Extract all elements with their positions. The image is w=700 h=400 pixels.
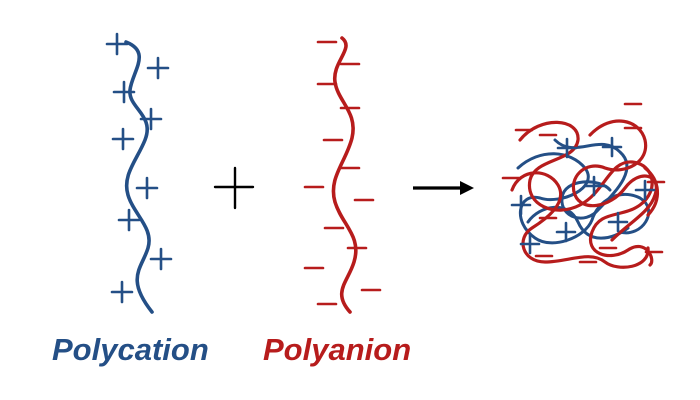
- complex-polycation-strands: [516, 138, 651, 245]
- plus-sign-icon: [519, 233, 541, 255]
- plus-sign-icon: [112, 80, 136, 104]
- polyanion-chain: [303, 36, 382, 314]
- plus-sign-icon: [607, 211, 629, 233]
- plus-sign-icon: [556, 137, 578, 159]
- polycation-backbone: [124, 40, 154, 314]
- polycation-chain: [105, 32, 173, 314]
- complex-red-strand: [510, 171, 650, 269]
- reaction-arrow-icon: [413, 181, 474, 195]
- plus-sign-icon: [139, 107, 163, 131]
- complex-red-strand: [571, 119, 658, 242]
- polyanion-label: Polyanion: [263, 332, 412, 367]
- complex-minus-charges: [501, 102, 666, 264]
- plus-sign-icon: [135, 176, 159, 200]
- complex-blue-strand: [526, 205, 630, 240]
- plus-sign-icon: [149, 247, 173, 271]
- polycation-charges: [105, 32, 173, 304]
- polyanion-backbone: [331, 36, 358, 314]
- plus-sign-icon: [146, 56, 170, 80]
- plus-sign-icon: [583, 175, 605, 197]
- diagram-canvas: [105, 32, 666, 314]
- complex-red-strand: [643, 166, 659, 217]
- plus-sign-icon: [111, 127, 135, 151]
- plus-sign-icon: [117, 208, 141, 232]
- plus-sign-icon: [510, 194, 532, 216]
- complex-red-strand: [518, 120, 654, 267]
- plus-sign-icon: [105, 32, 129, 56]
- complex-plus-charges: [510, 136, 656, 255]
- plus-sign-icon: [110, 280, 134, 304]
- polyanion-charges: [303, 40, 382, 306]
- plus-sign-icon: [634, 179, 656, 201]
- plus-operator-icon: [213, 166, 255, 210]
- polyelectrolyte-complex: [501, 102, 666, 269]
- complex-blue-strand: [553, 138, 629, 220]
- plus-sign-icon: [555, 221, 577, 243]
- polycation-label: Polycation: [52, 332, 209, 367]
- plus-sign-icon: [601, 136, 623, 158]
- complex-polyanion-strands: [510, 119, 659, 269]
